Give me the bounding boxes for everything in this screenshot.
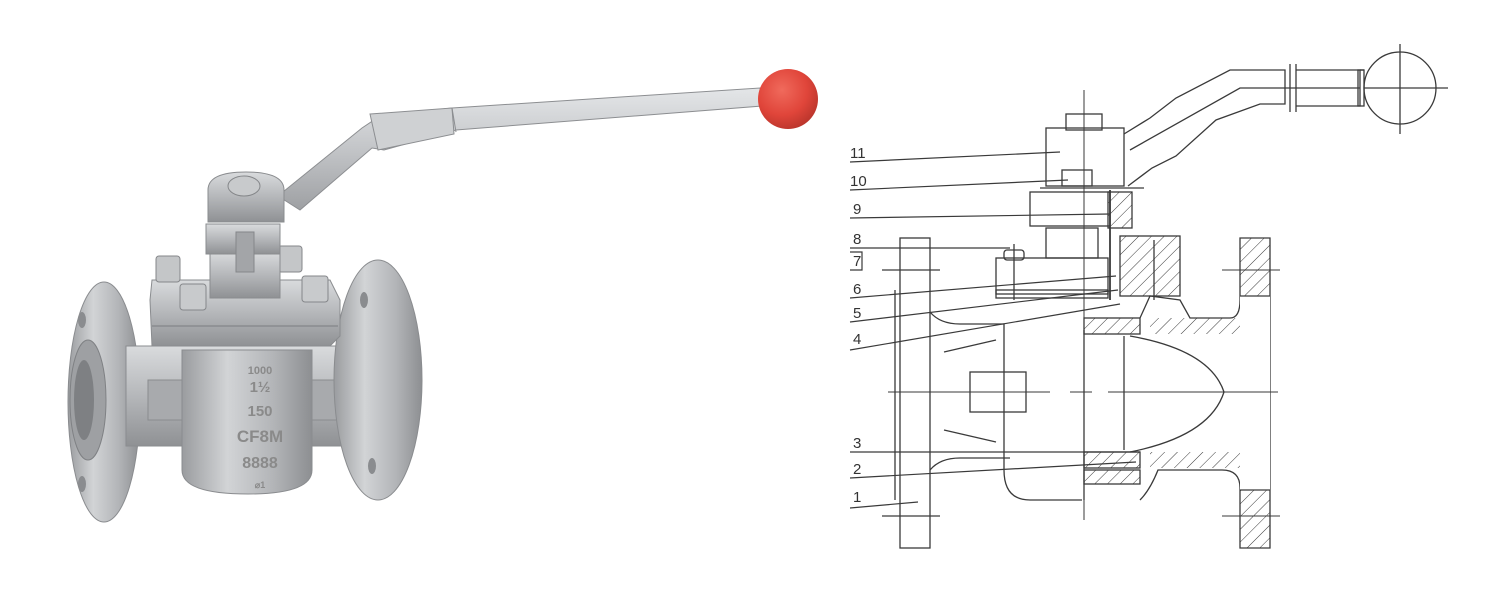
plug-valve-illustration: 1000 1½ 150 CF8M 8888 ⌀1: [67, 69, 818, 523]
callout-leaders: [849, 151, 1140, 509]
handle-knob-icon: [758, 69, 818, 129]
svg-text:1000: 1000: [248, 365, 272, 377]
drawing-centerlines: [888, 269, 1280, 517]
callout-7: 7: [853, 253, 862, 270]
svg-text:150: 150: [247, 403, 272, 420]
drawing-plug: [1083, 237, 1271, 549]
callout-10: 10: [850, 173, 867, 190]
callout-2: 2: [853, 461, 862, 478]
callout-11: 11: [850, 145, 866, 162]
drawing-left-flange: [882, 237, 940, 549]
valve-section-svg: [849, 44, 1448, 549]
callout-4: 4: [853, 331, 862, 348]
callout-6: 6: [853, 281, 862, 298]
right-flange: [333, 259, 423, 501]
lever-handle: [277, 87, 763, 211]
stem-gland: [205, 223, 281, 299]
left-flange: [67, 281, 141, 523]
svg-text:8888: 8888: [242, 455, 278, 472]
callout-8: 8: [853, 231, 862, 248]
callout-3: 3: [853, 435, 862, 452]
valve-body: [181, 349, 313, 495]
callout-5: 5: [853, 305, 862, 322]
callout-1: 1: [853, 489, 862, 506]
drawing-handle: [1123, 44, 1448, 187]
valve-photo: 1000 1½ 150 CF8M 8888 ⌀1: [67, 69, 818, 523]
callout-9: 9: [853, 201, 862, 218]
svg-text:1½: 1½: [250, 379, 271, 396]
drawing-cover: [995, 244, 1109, 300]
cross-section-drawing: 11 10 9 8 7 6 5 4 3 2 1: [840, 0, 1494, 601]
svg-text:CF8M: CF8M: [237, 427, 283, 446]
body-markings: 1000 1½ 150 CF8M 8888 ⌀1: [237, 365, 283, 490]
drawing-gland: [1029, 190, 1181, 300]
svg-text:⌀1: ⌀1: [255, 480, 265, 490]
handle-hub: [207, 171, 285, 223]
